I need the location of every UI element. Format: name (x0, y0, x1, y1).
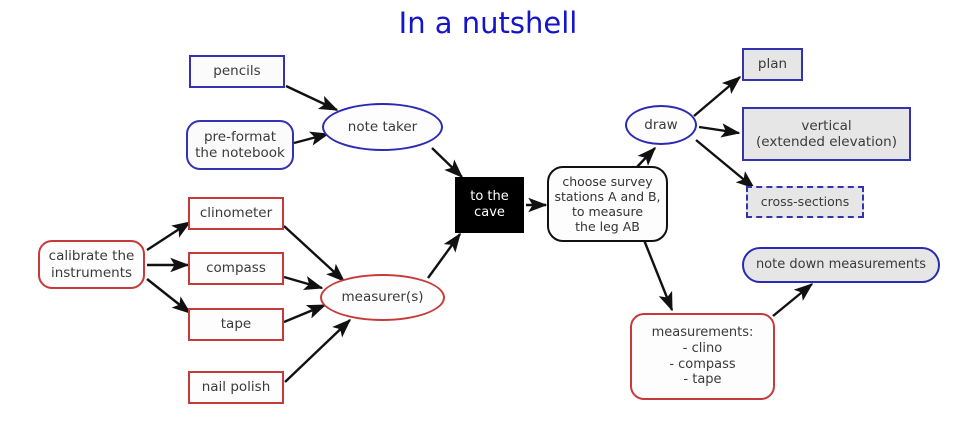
node-plan[interactable]: plan (742, 48, 803, 81)
node-label: tape (220, 316, 252, 333)
node-label: vertical(extended elevation) (756, 117, 897, 150)
node-note-taker[interactable]: note taker (322, 103, 443, 151)
node-measurers[interactable]: measurer(s) (320, 274, 445, 321)
node-label: nail polish (201, 379, 271, 396)
node-nail-polish[interactable]: nail polish (188, 371, 284, 404)
node-draw[interactable]: draw (625, 105, 697, 145)
node-label: cross-sections (760, 194, 850, 210)
node-cross-sections[interactable]: cross-sections (746, 186, 864, 218)
node-measurements[interactable]: measurements:- clino- compass- tape (630, 313, 775, 400)
node-clinometer[interactable]: clinometer (188, 197, 284, 230)
node-label: pencils (213, 63, 261, 80)
node-label: plan (757, 56, 788, 73)
node-compass[interactable]: compass (188, 252, 284, 285)
node-label: note down measurements (755, 257, 927, 273)
node-vertical-extended-elevation[interactable]: vertical(extended elevation) (742, 107, 911, 161)
node-label: clinometer (199, 205, 273, 222)
page-title: In a nutshell (398, 6, 578, 40)
node-label: note taker (347, 118, 418, 135)
node-label: draw (644, 116, 678, 133)
node-label: compass (206, 260, 266, 277)
node-pencils[interactable]: pencils (189, 55, 285, 88)
node-label: measurements:- clino- compass- tape (651, 324, 754, 388)
node-label: measurer(s) (341, 289, 424, 306)
node-tape[interactable]: tape (188, 308, 284, 341)
node-note-down-measurements[interactable]: note down measurements (742, 247, 940, 283)
